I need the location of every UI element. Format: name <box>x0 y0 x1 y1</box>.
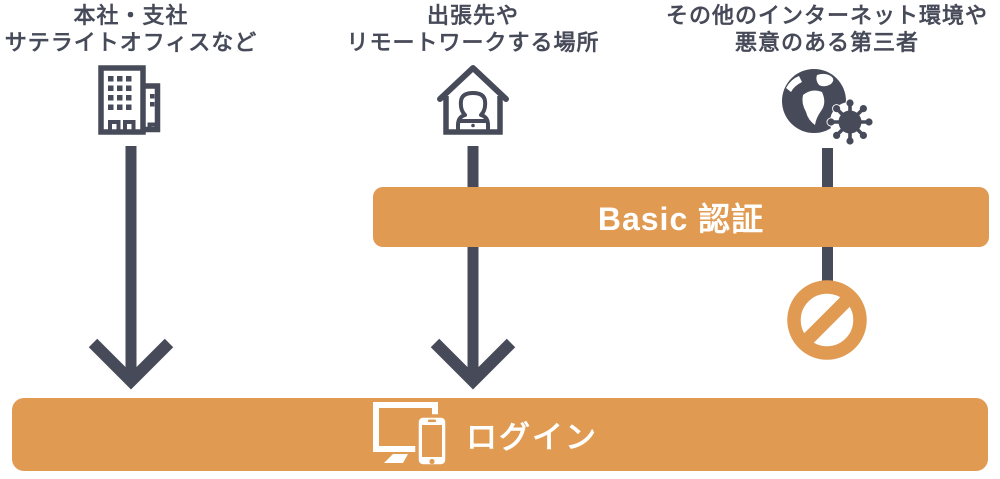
login-label: ログイン <box>466 420 598 455</box>
home-remote-work-icon <box>437 65 509 135</box>
column-title-office-line2: サテライトオフィスなど <box>4 30 258 55</box>
column-title-office: 本社・支社 サテライトオフィスなど <box>0 2 262 56</box>
down-arrow-remote <box>430 146 516 390</box>
basic-auth-bar: Basic 認証 <box>373 187 989 247</box>
prohibition-icon <box>787 280 867 360</box>
column-title-internet-line2: 悪意のある第三者 <box>734 30 919 55</box>
column-title-remote-line1: 出張先や <box>426 3 519 28</box>
devices-icon <box>373 401 449 468</box>
globe-malware-icon <box>782 69 874 146</box>
down-arrow-office <box>88 146 174 390</box>
column-title-remote-line2: リモートワークする場所 <box>346 30 600 55</box>
column-title-office-line1: 本社・支社 <box>73 3 189 28</box>
office-building-icon <box>98 65 161 135</box>
login-group: ログイン <box>373 398 598 471</box>
column-title-internet-line1: その他のインターネット環境や <box>665 3 988 28</box>
basic-auth-label: Basic 認証 <box>597 201 765 237</box>
column-title-remote: 出張先や リモートワークする場所 <box>323 2 623 56</box>
login-bar: ログイン <box>12 398 988 471</box>
column-title-internet: その他のインターネット環境や 悪意のある第三者 <box>647 2 1000 56</box>
